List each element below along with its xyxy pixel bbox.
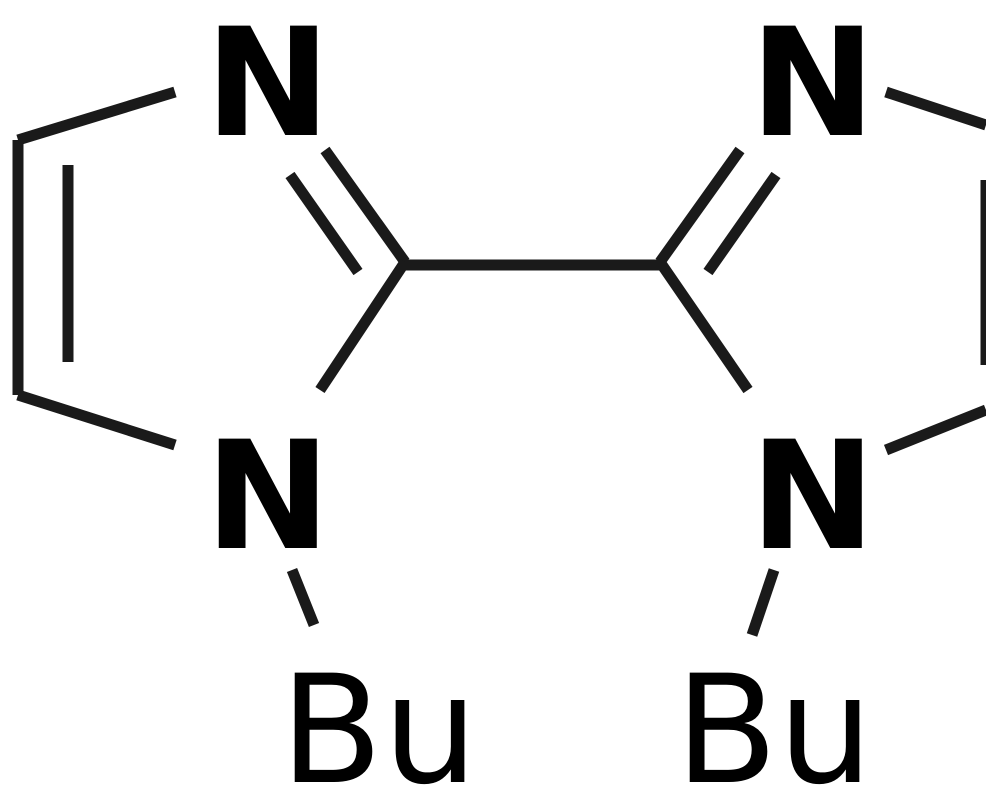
- atom-n-top-left: N: [205, 0, 331, 171]
- bond-right-ring-bottom: [883, 404, 986, 456]
- bond-right-n-bu: [746, 568, 780, 637]
- bond-left-c-n-double-outer: [320, 146, 410, 266]
- bond-left-c-n-single: [315, 258, 410, 394]
- bond-left-ring-bottom: [16, 389, 177, 451]
- bond-right-c-n-double-inner: [703, 171, 781, 276]
- bond-left-c-n-double-inner: [285, 171, 363, 276]
- bond-n1-c-left-ring-top: [16, 86, 177, 146]
- bond-left-n-bu: [286, 567, 320, 628]
- bond-right-c-n-single: [655, 258, 753, 394]
- bond-right-ring-top: [884, 86, 986, 131]
- substituent-bu-right: Bu: [675, 644, 873, 790]
- atom-n-bottom-right: N: [750, 410, 876, 584]
- bond-right-c-n-double-outer: [655, 146, 745, 266]
- bond-lines: [12, 86, 986, 637]
- substituent-bu-left: Bu: [280, 644, 478, 790]
- atom-n-top-right: N: [750, 0, 876, 171]
- atom-n-bottom-left: N: [205, 410, 331, 584]
- atom-labels: N N N N Bu Bu: [205, 0, 876, 790]
